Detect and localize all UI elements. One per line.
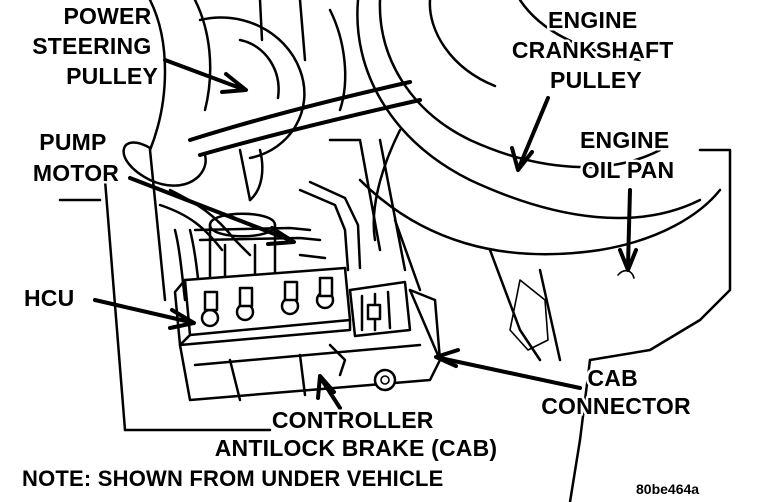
label-controller-line-2: ANTILOCK BRAKE (CAB): [215, 435, 498, 461]
label-pump-line-1: PUMP: [39, 129, 106, 155]
leader-lines: [93, 58, 638, 410]
label-power-line-3: PULLEY: [66, 63, 158, 89]
labels: POWER STEERING PULLEY ENGINE CRANKSHAFT …: [20, 1, 700, 498]
note-shown-from-under-vehicle: NOTE: SHOWN FROM UNDER VEHICLE: [22, 466, 444, 491]
label-controller-antilock-brake: CONTROLLER ANTILOCK BRAKE (CAB): [215, 407, 498, 461]
figure-code: 80be464a: [636, 481, 699, 497]
label-pump-line-2: MOTOR: [33, 160, 119, 186]
label-crank-line-2: CRANKSHAFT: [512, 37, 674, 63]
label-engine-crankshaft-pulley: ENGINE CRANKSHAFT PULLEY: [512, 7, 680, 93]
label-pump-motor: PUMP MOTOR: [33, 129, 119, 186]
label-crank-line-3: PULLEY: [550, 67, 642, 93]
label-oilpan-line-2: OIL PAN: [582, 157, 675, 183]
label-oilpan-line-1: ENGINE: [580, 127, 669, 153]
label-cabconn-line-1: CAB: [587, 365, 637, 391]
label-power-line-1: POWER: [64, 3, 152, 29]
label-crank-line-1: ENGINE: [548, 7, 637, 33]
label-power-line-2: STEERING: [32, 33, 151, 59]
label-cab-connector: CAB CONNECTOR: [541, 365, 691, 419]
label-cabconn-line-2: CONNECTOR: [541, 393, 691, 419]
label-controller-line-1: CONTROLLER: [272, 407, 434, 433]
label-engine-oil-pan: ENGINE OIL PAN: [580, 127, 676, 183]
label-power-steering-pulley: POWER STEERING PULLEY: [32, 3, 158, 89]
label-hcu: HCU: [24, 285, 74, 311]
